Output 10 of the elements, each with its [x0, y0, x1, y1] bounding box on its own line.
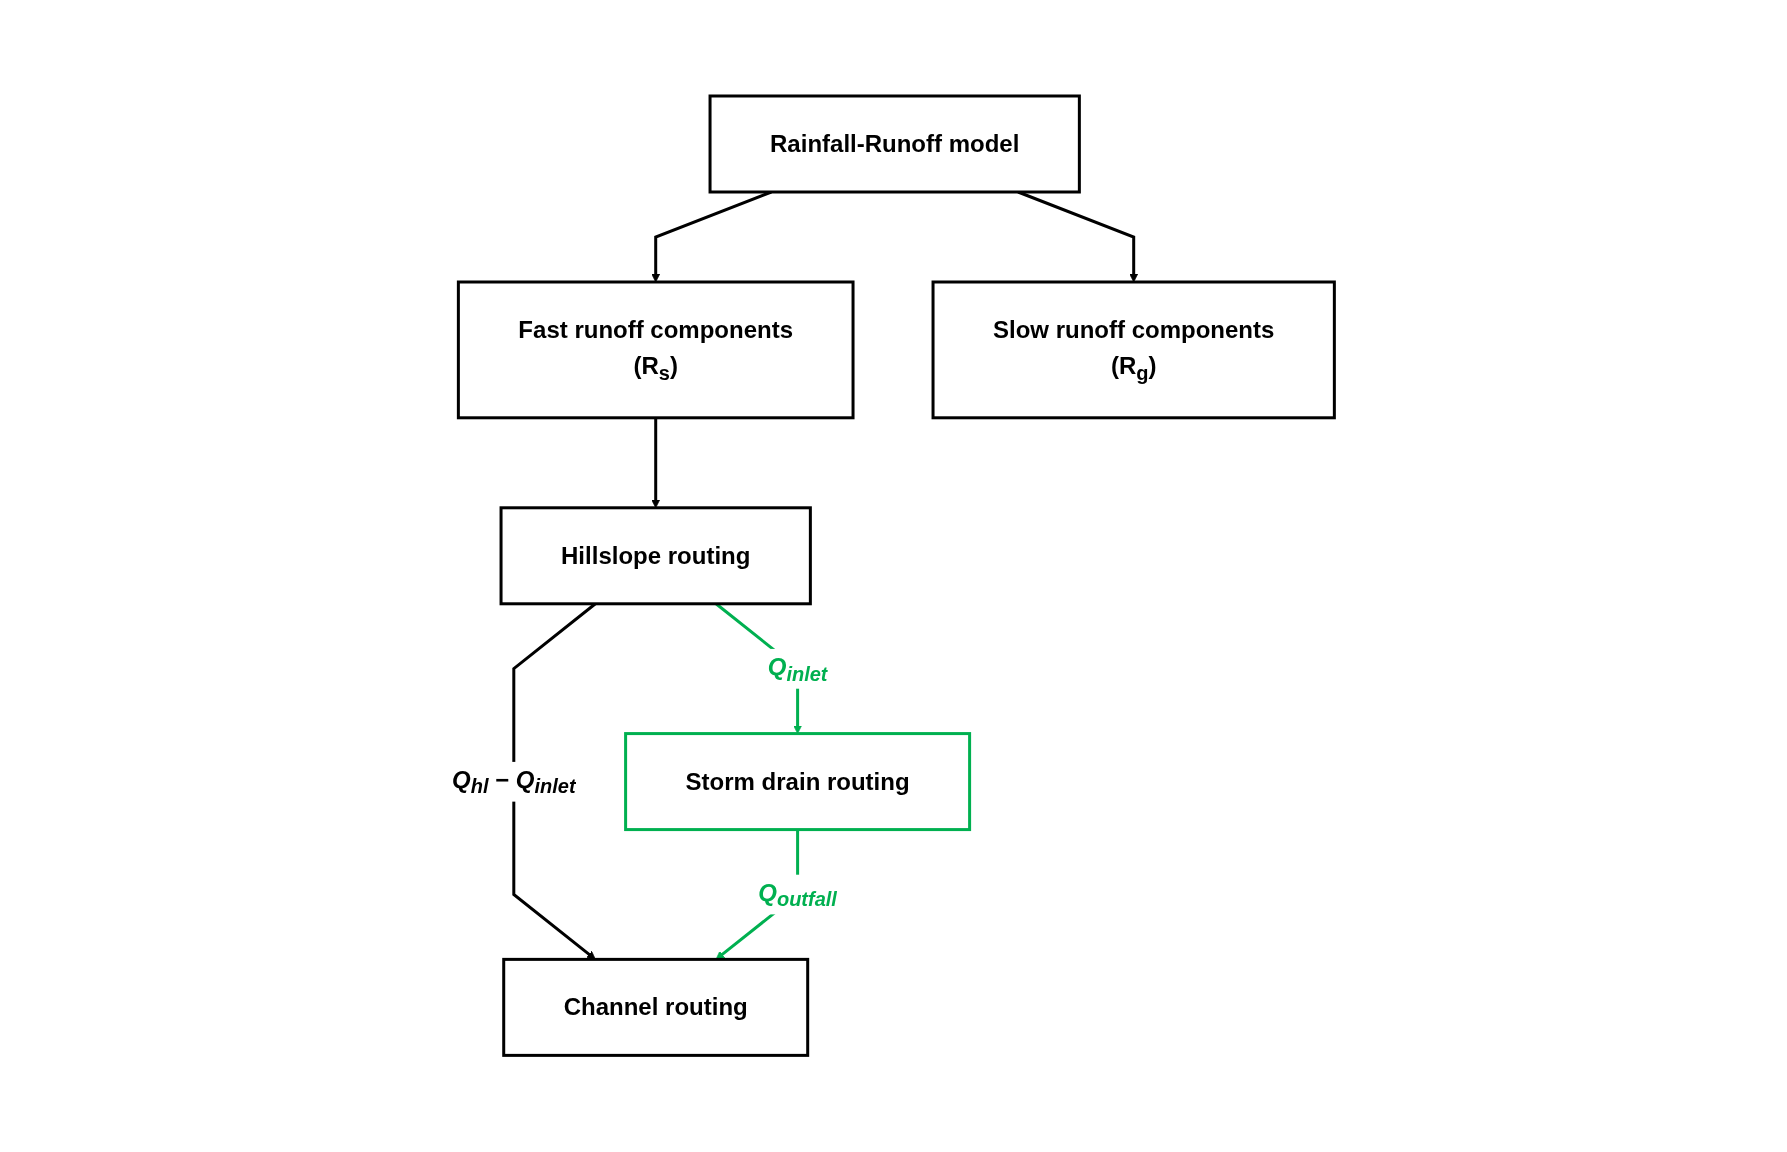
node-box: Hillslope routing	[499, 506, 813, 606]
node-box: Fast runoff components (R$_{s}$)	[457, 280, 855, 420]
edge-label: Q$_{inlet}$	[768, 653, 828, 685]
edge-label: Q$_{outfall}$	[758, 878, 838, 911]
node-box: Storm drain routing	[624, 732, 972, 832]
node-box: Slow runoff components (R$_{g}$)	[931, 280, 1337, 420]
node-box: Channel routing	[502, 958, 810, 1058]
node-box: Rainfall-Runoff model	[708, 94, 1082, 194]
edge-label: Q$_{hl}$ − Q$_{inlet}$	[452, 766, 576, 798]
arrow	[651, 418, 661, 509]
